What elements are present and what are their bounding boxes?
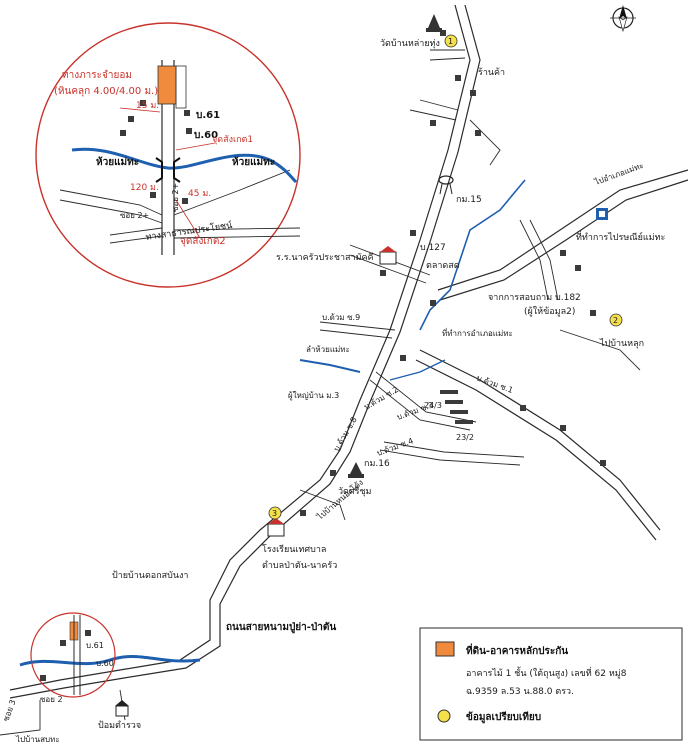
legend-marker-title: ข้อมูลเปรียบเทียบ	[466, 711, 541, 724]
mini-inset: บ.61 บ.60 ซอย 2 ซอย 3	[1, 612, 116, 723]
label-subdistrict: ตำบลป่าตัน-นาครัว	[262, 560, 337, 571]
police-box-icon	[115, 700, 129, 717]
label-post-office: ที่ทำการไปรษณีย์แม่ทะ	[576, 230, 666, 243]
mini-soi-2: ซอย 2	[40, 695, 63, 704]
inset-creek-right: ห้วยแม่ทะ	[232, 156, 275, 168]
svg-text:2: 2	[613, 316, 618, 325]
inset-house-60: บ.60	[194, 130, 218, 141]
label-informant: (ผู้ให้ข้อมูล2)	[524, 306, 575, 317]
legend-collateral-desc-2: ฉ.9359 ล.53 น.88.0 ตรว.	[466, 687, 574, 697]
inset-dist-15: 15 ม.	[136, 101, 159, 111]
legend-collateral-title: ที่ดิน-อาคารหลักประกัน	[466, 643, 568, 657]
school-icon	[267, 518, 285, 537]
label-police-box: ป้อมตำรวจ	[98, 720, 141, 731]
inset-obs-point-2: จุดสังเกต2	[180, 236, 226, 247]
legend: ที่ดิน-อาคารหลักประกัน อาคารไม้ 1 ชั้น (…	[419, 627, 683, 741]
post-office-icon	[596, 208, 608, 220]
comparison-marker-2: 2	[609, 313, 623, 327]
label-house-127: บ.127	[420, 243, 446, 253]
inset-right-of-way-surface: (หินคลุก 4.00/4.00 ม.)	[54, 86, 158, 97]
label-village-head: ผู้ใหญ่บ้าน ม.3	[288, 391, 339, 401]
temple-icon	[426, 14, 442, 32]
inset-dist-120: 120 ม.	[130, 183, 159, 193]
inset-soi-2b: ซอย 2+	[120, 211, 149, 220]
inset-obs-point-1: จุดสังเกต1	[212, 135, 253, 145]
legend-collateral-swatch	[435, 641, 455, 657]
creek	[19, 179, 526, 667]
mini-house-60: บ.60	[96, 659, 114, 668]
svg-text:3: 3	[272, 509, 277, 518]
label-soi-1: บ.ด้วม ซ.1	[475, 373, 514, 395]
label-rice-mill: ตลาดสด	[426, 261, 460, 271]
inset-soi-2a: ซอย 2+	[171, 183, 180, 212]
label-no-24-3: 24/3	[424, 401, 442, 410]
north-arrow-icon	[610, 5, 636, 33]
label-to-mae-tha: ไปอำเภอแม่ทะ	[593, 161, 645, 187]
label-shop: ร้านค้า	[478, 67, 505, 78]
legend-collateral-desc-1: อาคารไม้ 1 ชั้น (ใต้ถุนสูง) เลขที่ 62 หม…	[466, 666, 627, 679]
label-district-office: ที่ทำการอำเภอแม่ทะ	[442, 327, 513, 338]
label-km15: กม.15	[456, 195, 482, 205]
label-school-tessaban: โรงเรียนเทศบาล	[262, 544, 326, 555]
comparison-marker-1: 1	[444, 34, 458, 48]
label-soi-8: บ.ด้วม ซ.8	[332, 415, 359, 453]
buildings	[40, 30, 606, 681]
collateral-plot	[157, 65, 177, 105]
label-temple-top: วัดบ้านหล่ายทุ่ง	[380, 38, 440, 49]
mini-house-61: บ.61	[86, 641, 104, 650]
inset-dist-45: 45 ม.	[188, 189, 211, 199]
inset-house-61: บ.61	[196, 110, 220, 121]
label-km16: กม.16	[364, 459, 390, 469]
label-school-nakhua: ร.ร.นาครัวประชาสามัคคี	[276, 252, 374, 263]
inset-right-of-way: ทางภาระจำยอม	[62, 70, 132, 81]
inset-detail: ทางภาระจำยอม (หินคลุก 4.00/4.00 ม.) 15 ม…	[35, 22, 301, 288]
legend-marker-swatch	[437, 709, 451, 723]
temple-icon	[348, 462, 364, 478]
label-survey-from: จากการสอบถาม บ.182	[488, 293, 581, 303]
label-soi-9: บ.ด้วม ซ.9	[322, 313, 360, 322]
inset-creek-left: ห้วยแม่ทะ	[96, 156, 139, 168]
label-to-ban-sop-tha: ไปบ้านสบทะ	[15, 735, 60, 744]
school-icon	[379, 246, 397, 265]
label-sign-dok: ป้ายบ้านดอกสบันงา	[112, 570, 188, 581]
label-creek-mae-tha: ลำห้วยแม่ทะ	[306, 345, 350, 354]
water-tower-icon	[438, 175, 454, 195]
comparison-marker-3: 3	[268, 506, 282, 520]
label-highway-name: ถนนสายหนามปู่ย่า-ป่าตัน	[226, 621, 336, 634]
svg-text:1: 1	[448, 37, 453, 46]
mini-soi-3: ซอย 3	[1, 698, 17, 722]
label-to-ban-hok: ไปบ้านหลุก	[599, 338, 644, 349]
label-no-23-2: 23/2	[456, 433, 474, 442]
label-to-ban-hong: ไปบ้านหนองโค้ง	[314, 477, 365, 522]
label-temple-sri-chum: วัดศรีชุม	[338, 486, 372, 497]
